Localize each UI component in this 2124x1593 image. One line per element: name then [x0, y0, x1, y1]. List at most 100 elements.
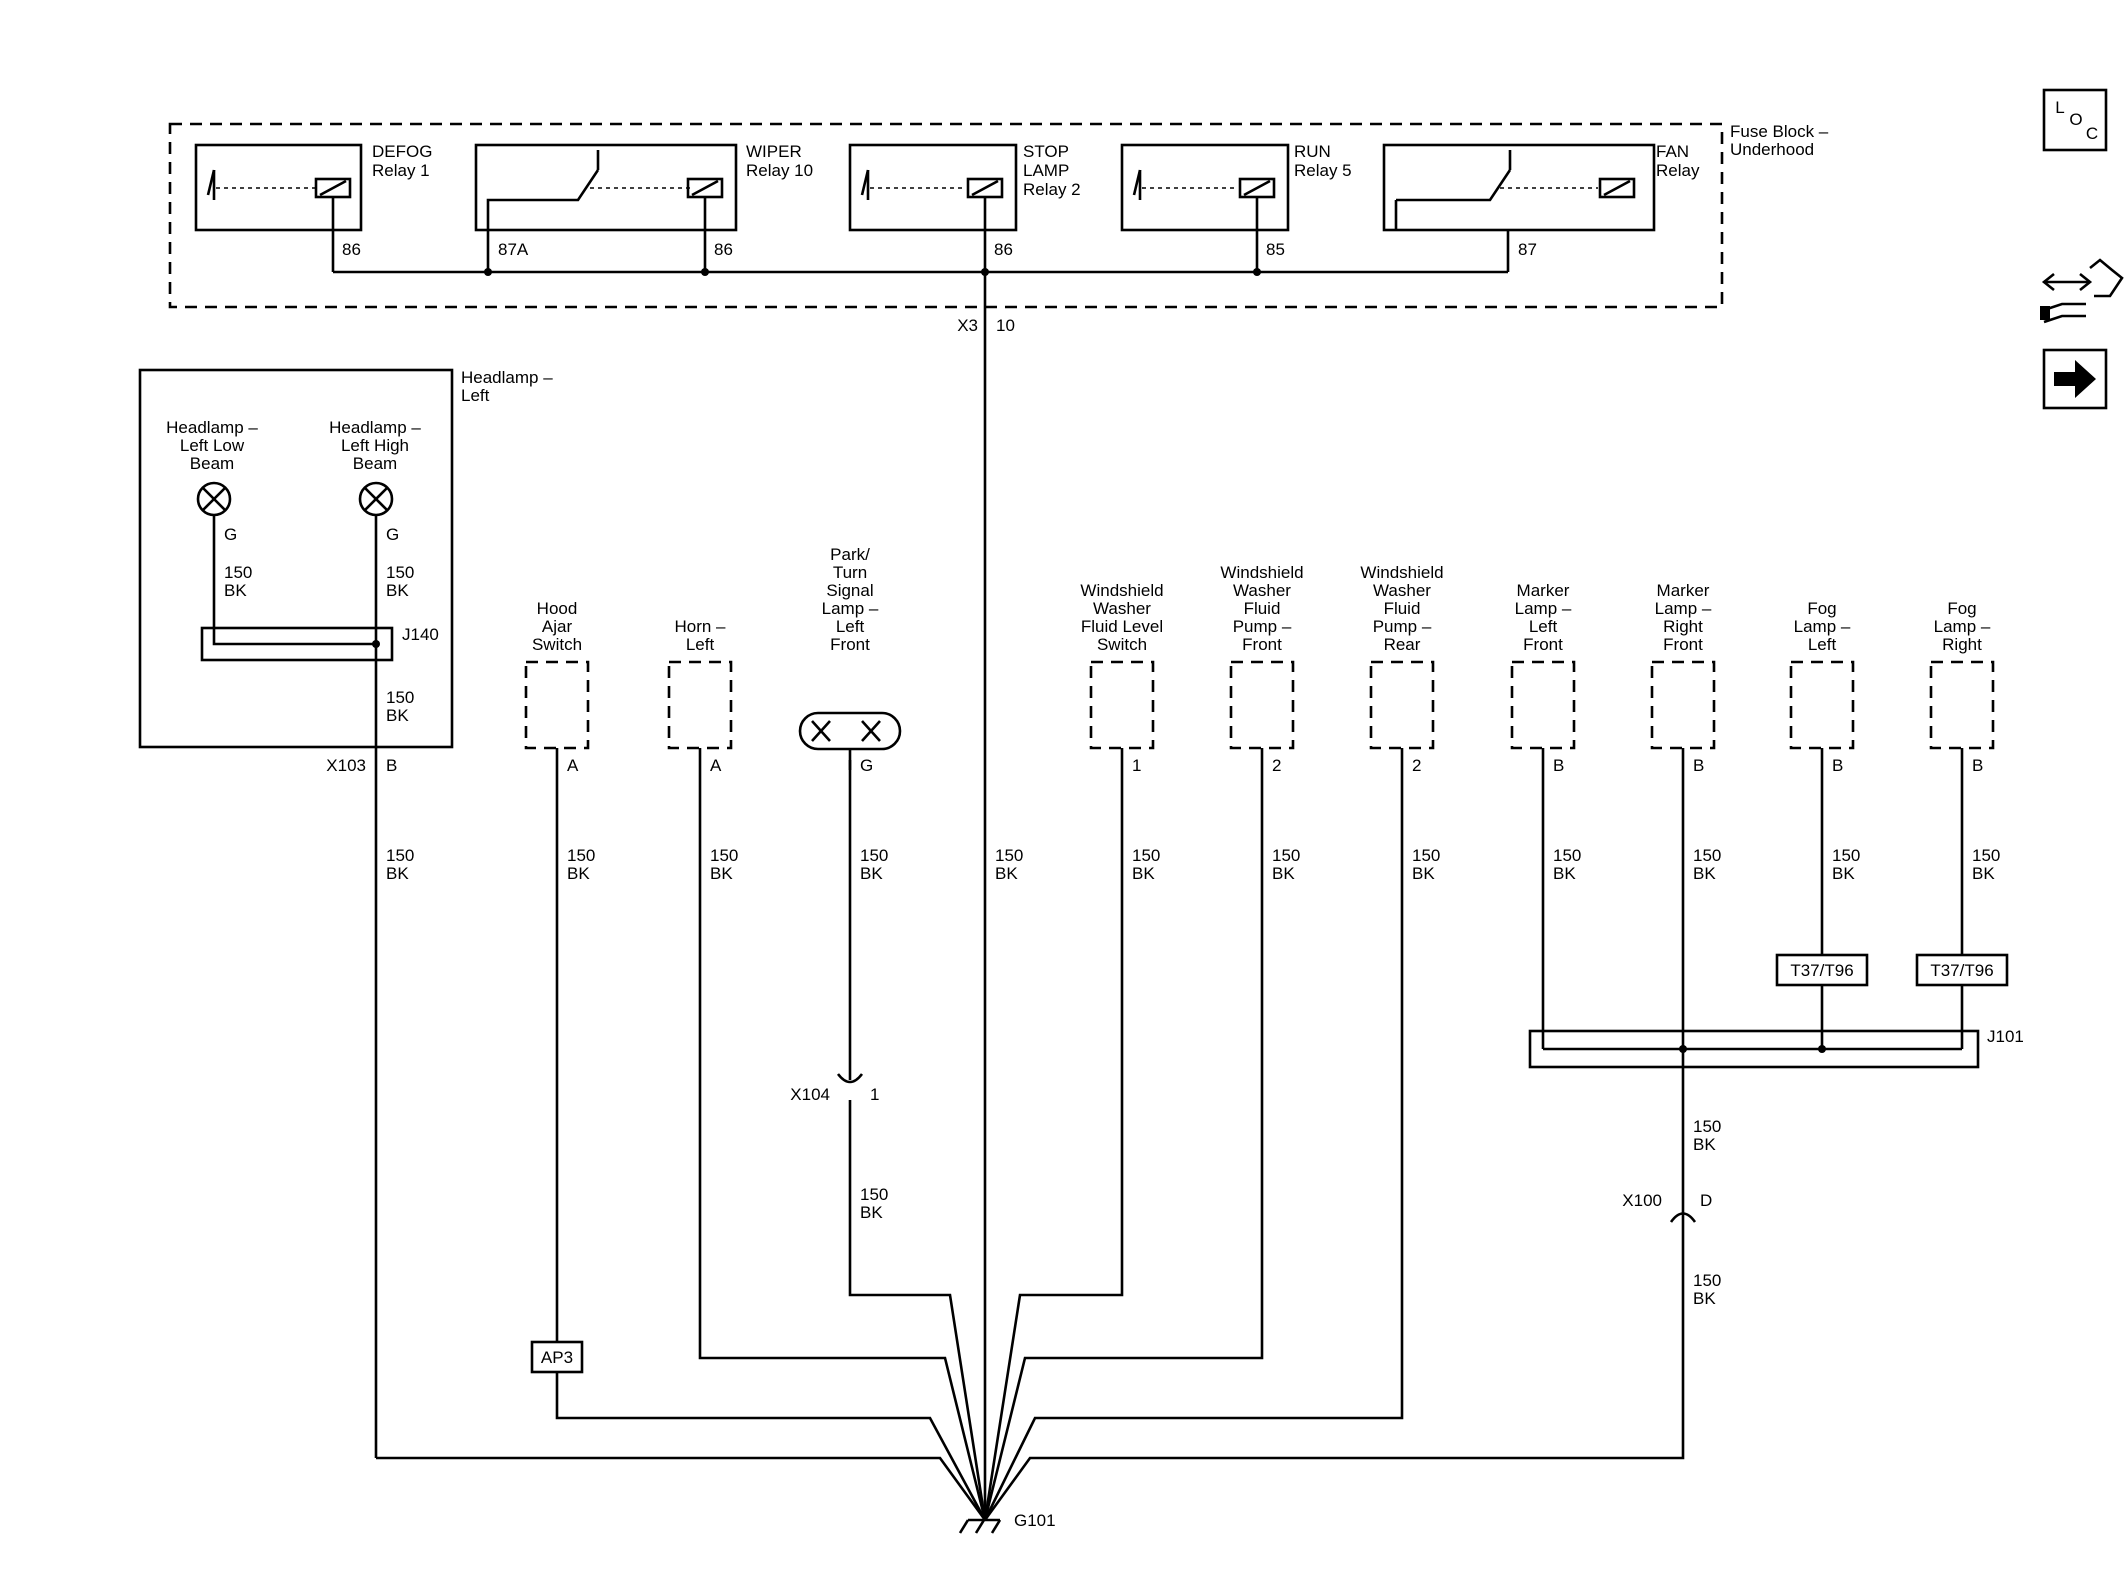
relay-wiper-name-1: WIPER — [746, 142, 802, 161]
connector-tool-icon[interactable] — [2040, 258, 2124, 324]
component-6-gauge: 150 — [1553, 846, 1581, 865]
x100-connector: X100 D 150 BK 150 BK — [1622, 1117, 1721, 1308]
x3-wire-gauge: 150 — [995, 846, 1023, 865]
component-1-box — [667, 660, 733, 750]
component-7-color: BK — [1693, 864, 1716, 883]
component-8-color: BK — [1832, 864, 1855, 883]
headlamp-module-label-2: Left — [461, 386, 490, 405]
x103-gauge: 150 — [386, 846, 414, 865]
x103-label: X103 — [326, 756, 366, 775]
x104-connector: X104 1 150 BK — [790, 1060, 888, 1222]
ground-label: G101 — [1014, 1511, 1056, 1530]
component-5-color: BK — [1412, 864, 1435, 883]
low-beam-pin: G — [224, 525, 237, 544]
component-6-name-0: Marker — [1517, 581, 1570, 600]
fuse-block-label-2: Underhood — [1730, 140, 1814, 159]
option-fog-right-label: T37/T96 — [1930, 961, 1993, 980]
j140-out-color: BK — [386, 706, 409, 725]
relay-defog: DEFOG Relay 1 86 — [194, 142, 432, 272]
relay-wiper-pin: 86 — [714, 240, 733, 259]
relay-stop-pin: 86 — [994, 240, 1013, 259]
component-3-pin: 1 — [1132, 756, 1141, 775]
component-3-name-3: Switch — [1097, 635, 1147, 654]
component-1-color: BK — [710, 864, 733, 883]
x103-color: BK — [386, 864, 409, 883]
component-6-name-3: Front — [1523, 635, 1563, 654]
component-4-pin: 2 — [1272, 756, 1281, 775]
relay-stop-name-2: LAMP — [1023, 161, 1069, 180]
component-7-name-0: Marker — [1657, 581, 1710, 600]
low-beam-name-3: Beam — [190, 454, 234, 473]
component-2-gauge: 150 — [860, 846, 888, 865]
component-7-gauge: 150 — [1693, 846, 1721, 865]
component-2-color: BK — [860, 864, 883, 883]
loc-letter-c: C — [2086, 124, 2098, 143]
x3-wire-color: BK — [995, 864, 1018, 883]
component-7-box — [1650, 660, 1716, 750]
component-4-name-0: Windshield — [1220, 563, 1303, 582]
j101-splice: J101 — [1528, 1027, 2024, 1069]
fuse-block-label-1: Fuse Block – — [1730, 122, 1829, 141]
component-3-box — [1089, 660, 1155, 750]
component-9-name-0: Fog — [1947, 599, 1976, 618]
j101-label: J101 — [1987, 1027, 2024, 1046]
low-beam-name-2: Left Low — [180, 436, 245, 455]
component-4-gauge: 150 — [1272, 846, 1300, 865]
component-9-color: BK — [1972, 864, 1995, 883]
lamp-bulb-icon — [196, 481, 232, 517]
component-2-name-5: Front — [830, 635, 870, 654]
component-5-pin: 2 — [1412, 756, 1421, 775]
component-3-name-2: Fluid Level — [1081, 617, 1163, 636]
relay-fan-pin: 87 — [1518, 240, 1537, 259]
component-0-box — [524, 660, 590, 750]
x3-pin: 10 — [996, 316, 1015, 335]
loc-icon[interactable]: L O C — [2042, 88, 2108, 152]
component-5-box — [1369, 660, 1435, 750]
component-7-name-1: Lamp – — [1655, 599, 1712, 618]
x104-color: BK — [860, 1203, 883, 1222]
component-6-name-1: Lamp – — [1515, 599, 1572, 618]
x103-pin: B — [386, 756, 397, 775]
component-4-name-2: Fluid — [1244, 599, 1281, 618]
relay-wiper-name-2: Relay 10 — [746, 161, 813, 180]
component-1-name-1: Left — [686, 635, 715, 654]
component-2-pin: G — [860, 756, 873, 775]
arrow-right-icon[interactable] — [2042, 348, 2108, 410]
relay-run-pin: 85 — [1266, 240, 1285, 259]
component-9-name-1: Lamp – — [1934, 617, 1991, 636]
component-4-box — [1229, 660, 1295, 750]
x100-lower-color: BK — [1693, 1289, 1716, 1308]
relay-run: RUN Relay 5 85 — [1120, 142, 1352, 272]
component-1-gauge: 150 — [710, 846, 738, 865]
component-1-pin: A — [710, 756, 722, 775]
component-7-name-3: Front — [1663, 635, 1703, 654]
component-0-name-2: Switch — [532, 635, 582, 654]
x104-pin: 1 — [870, 1085, 879, 1104]
component-8-name-2: Left — [1808, 635, 1837, 654]
relay-stop-name-1: STOP — [1023, 142, 1069, 161]
low-beam-name-1: Headlamp – — [166, 418, 258, 437]
component-3-name-1: Washer — [1093, 599, 1151, 618]
component-9-pin: B — [1972, 756, 1983, 775]
option-fog-left: T37/T96 — [1775, 953, 1869, 987]
component-2-name-1: Turn — [833, 563, 867, 582]
relay-wiper-pin-87a: 87A — [498, 240, 529, 259]
component-2-name-4: Left — [836, 617, 865, 636]
component-6-box — [1510, 660, 1576, 750]
component-0-pin: A — [567, 756, 579, 775]
component-4-name-4: Front — [1242, 635, 1282, 654]
relay-fan: FAN Relay 87 — [1382, 142, 1700, 272]
headlamp-left-module: Headlamp – Left Headlamp – Left Low Beam… — [138, 368, 553, 1458]
component-2-name-0: Park/ — [830, 545, 870, 564]
high-beam-name-2: Left High — [341, 436, 409, 455]
x100-pin: D — [1700, 1191, 1712, 1210]
component-0-name-1: Ajar — [542, 617, 573, 636]
component-1-name-0: Horn – — [674, 617, 726, 636]
